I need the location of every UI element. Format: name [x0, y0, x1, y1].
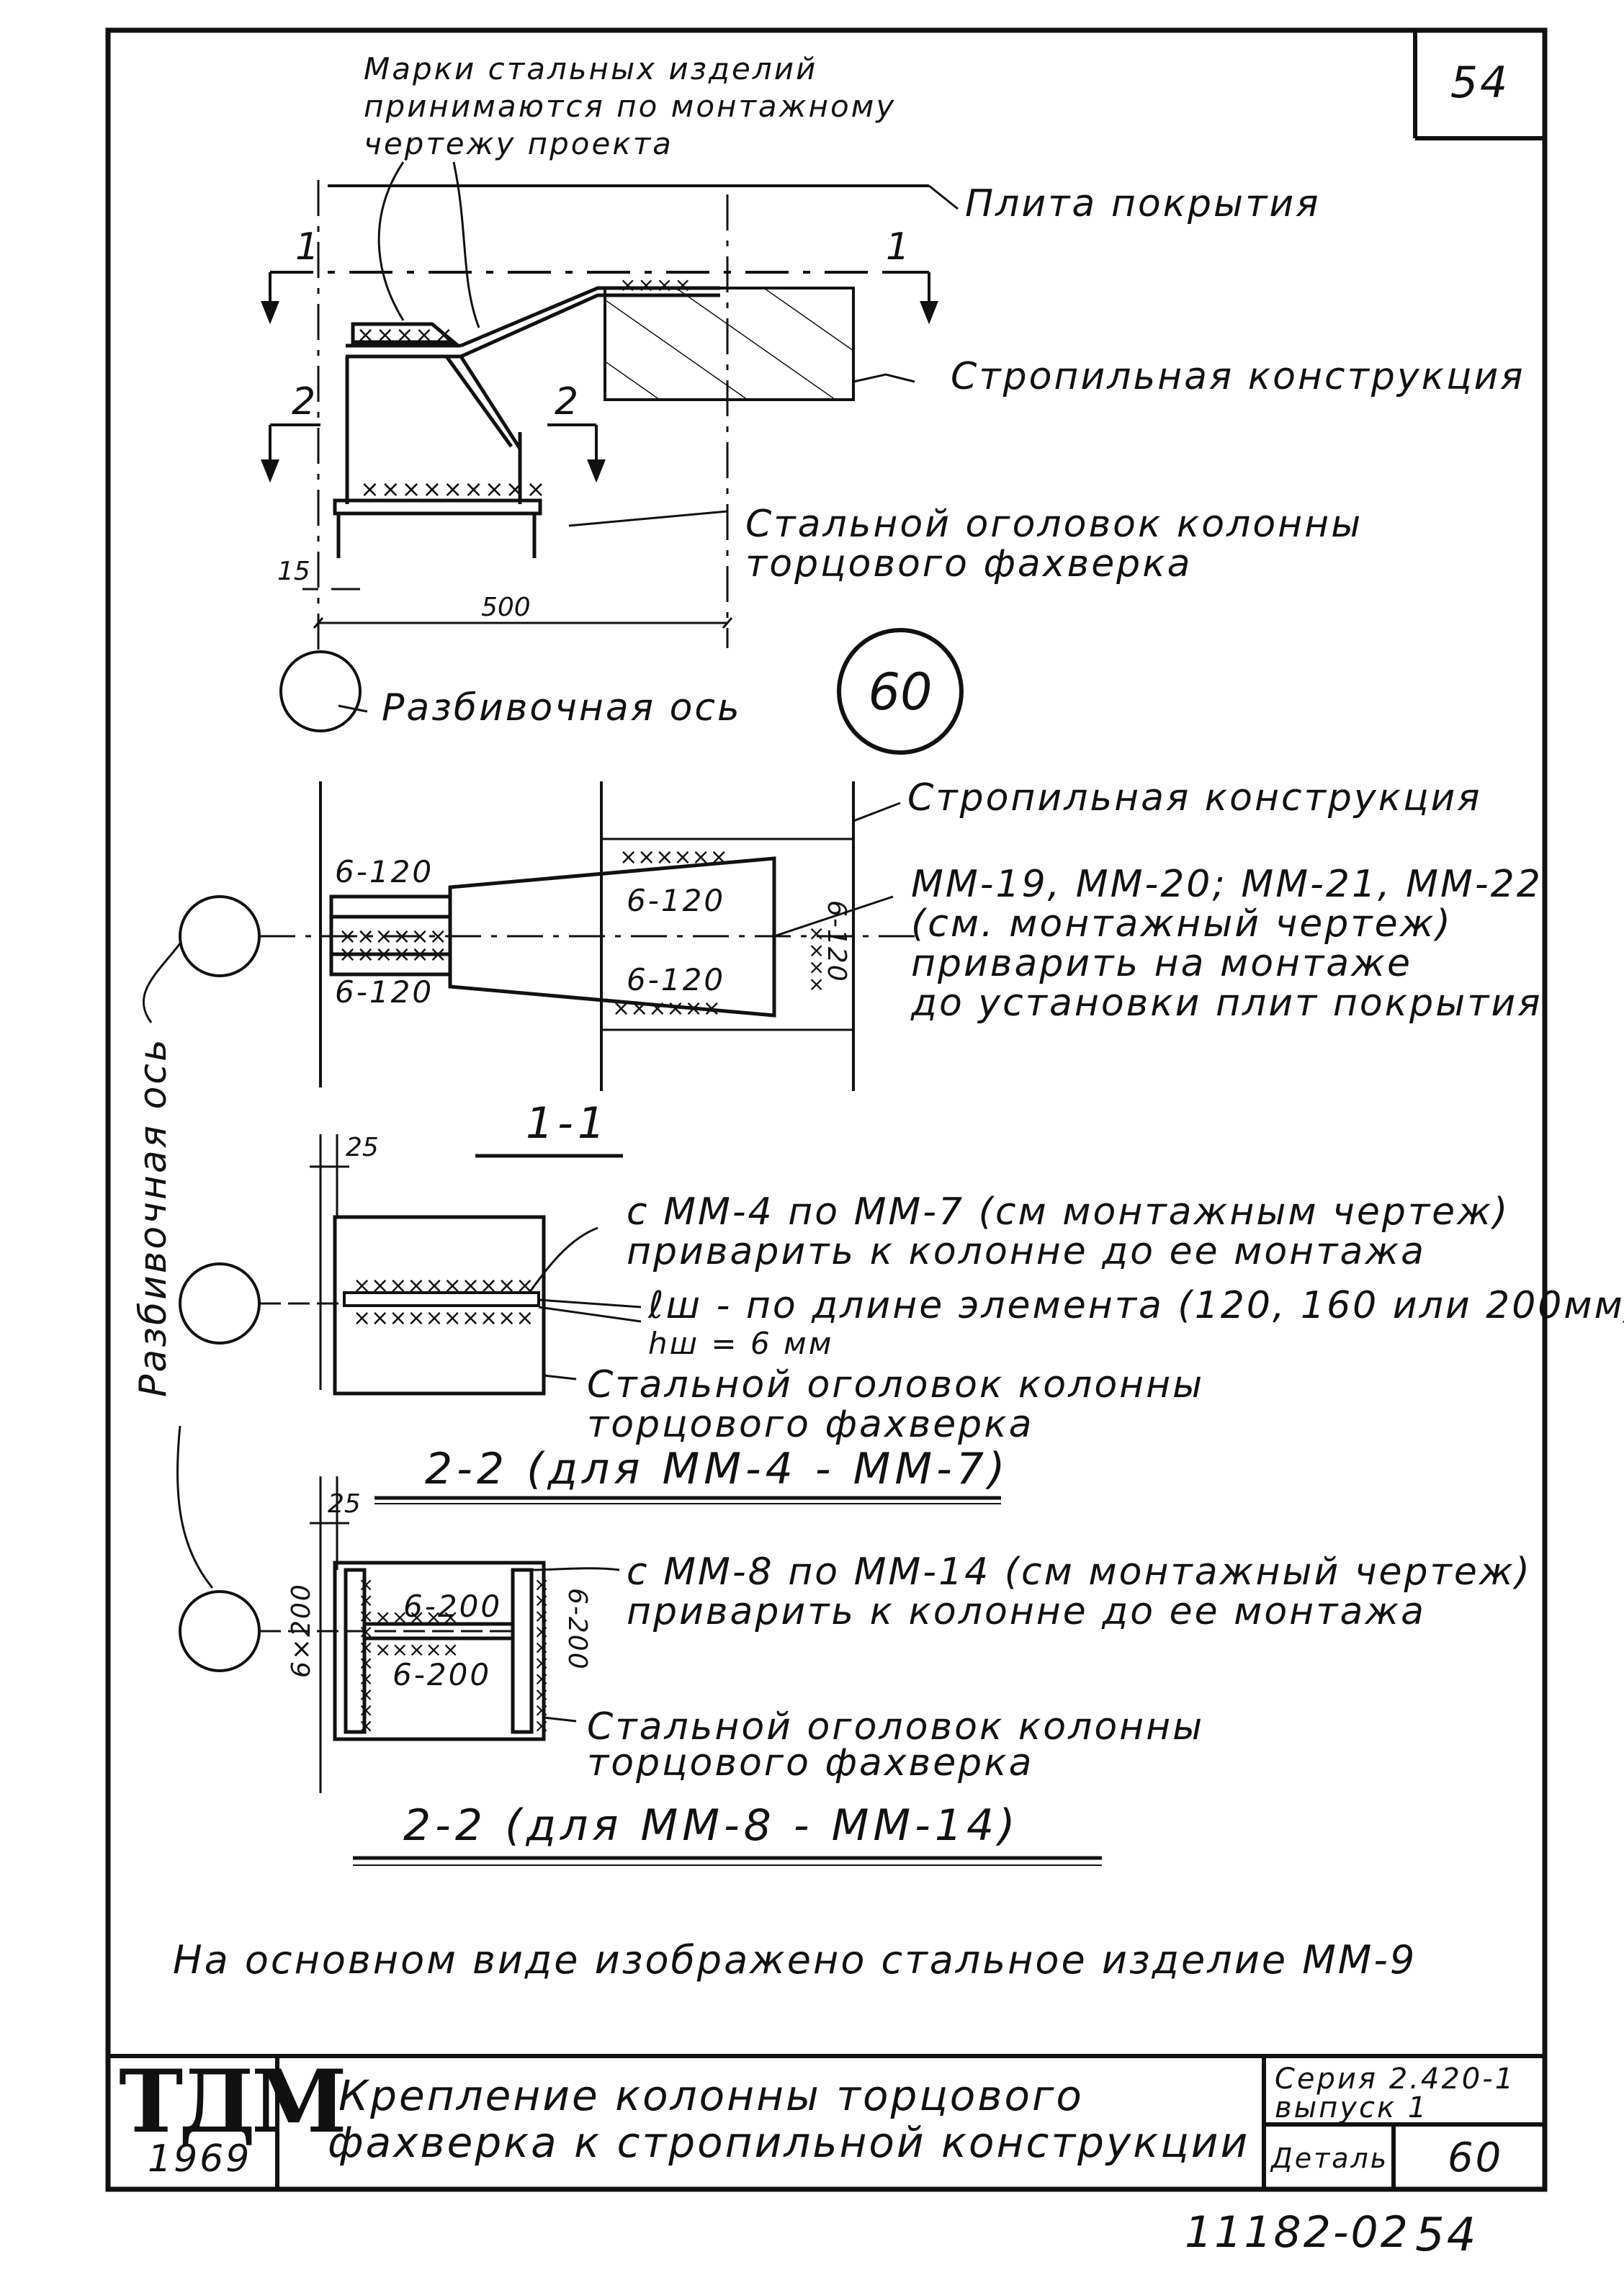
cap-label-line2: торцового фахверка: [745, 542, 1192, 585]
tapered-plate: [329, 856, 776, 1018]
steel-cap-elevation: [333, 286, 720, 558]
weld-x-b-web-bottom: ×××××: [374, 1638, 459, 1661]
detail-bubble: [837, 628, 964, 755]
cap-label-a-line2: торцового фахверка: [587, 1403, 1033, 1446]
logo-tdm: ТДМ: [119, 2051, 344, 2153]
section-2-2a: 25 ×××××××××× ×××××××××× с ММ-4 по ММ-7 …: [179, 1133, 1624, 1504]
note-1-1-line2: (см. монтажный чертеж): [911, 902, 1453, 946]
weld-x-b-left: ××××××××××: [355, 1577, 377, 1734]
weld-x-b-right: ××××××××××: [531, 1577, 552, 1734]
weld-left-bottom: 6-120: [335, 974, 434, 1010]
axis-bubble-main: [279, 650, 362, 732]
weld-bottom: 6-120: [627, 962, 725, 997]
detail-number: 60: [868, 663, 932, 722]
dim-25-b: 25: [328, 1489, 361, 1519]
cap-plate-b: [333, 1561, 546, 1741]
section-2-2b-title: 2-2 (для ММ-8 - ММ-14): [403, 1800, 1020, 1851]
weld-crosses-bottom: ×××××××××: [360, 475, 547, 503]
weld-note-a-line1: ℓш - по длине элемента (120, 160 или 200…: [647, 1284, 1624, 1327]
rafter-block: [604, 287, 855, 401]
weld-x-left-bottom: ××××××: [338, 942, 447, 967]
weld-top: 6-120: [627, 883, 725, 918]
note-2a-line1: с ММ-4 по ММ-7 (см монтажным чертеж): [627, 1190, 1509, 1234]
section-mark-1-left: 1: [295, 225, 323, 269]
weld-crosses-slope: ××××: [619, 273, 693, 297]
footer-code: 11182-02: [1185, 2207, 1410, 2258]
section-mark-1-right: 1: [886, 225, 914, 269]
section-cut-1-1: [261, 271, 938, 325]
detail-label: Деталь: [1270, 2142, 1389, 2174]
rafter-label-2: Стропильная конструкция: [907, 776, 1482, 820]
dim-25-a: 25: [346, 1133, 379, 1162]
note-1-1-line1: ММ-19, ММ-20; ММ-21, ММ-22: [911, 863, 1543, 906]
axis-bubble-2a: [179, 1262, 261, 1345]
section-mark-2-left: 2: [292, 380, 320, 423]
weld-b-left: 6×200: [287, 1583, 316, 1678]
weld-left-top: 6-120: [335, 854, 434, 889]
axis-bubble-2b: [179, 1590, 261, 1672]
axis-bubble-1: [179, 895, 261, 977]
weld-x-left-top: ××××××: [338, 924, 447, 949]
cap-label-a-line1: Стальной оголовок колонны: [587, 1363, 1204, 1406]
weld-x-top: ××××××: [619, 845, 728, 870]
note-1-1-line4: до установки плит покрытия: [910, 982, 1543, 1025]
sheet-frame: [105, 27, 1548, 2192]
note-2a-line2: приварить к колонне до ее монтажа: [627, 1230, 1426, 1273]
cap-label-line1: Стальной оголовок колонны: [745, 503, 1363, 546]
weld-x-a-bottom: ××××××××××: [353, 1306, 534, 1331]
weld-note-a-line2: hш = 6 мм: [648, 1326, 833, 1361]
dim-15: 15: [277, 557, 310, 586]
section-2-2b: 25 ×××××××××× ×××××××××× ××××× ××××× 6-2…: [179, 1476, 1532, 1866]
cap-label-b-line2: торцового фахверка: [587, 1741, 1033, 1785]
axis-leader-2: [176, 1425, 214, 1589]
section-mark-2-right: 2: [555, 380, 583, 423]
marks-note-line3: чертежу проекта: [364, 126, 673, 161]
mm-plate-a: [343, 1291, 540, 1307]
slab-label: Плита покрытия: [965, 182, 1320, 225]
weld-b-top: 6-200: [403, 1589, 502, 1624]
weld-b-bottom: 6-200: [392, 1657, 491, 1692]
weld-b-right: 6-200: [562, 1588, 592, 1671]
section-1-1-title: 1-1: [526, 1098, 609, 1149]
weld-x-side: ××××: [805, 925, 829, 993]
issue: выпуск 1: [1275, 2091, 1428, 2124]
title-block: [108, 2054, 1545, 2189]
section-cut-2-2: [261, 423, 606, 483]
i-section-b: [344, 1568, 534, 1734]
dimension-lines: [302, 588, 733, 629]
page-number: 54: [1450, 58, 1509, 108]
detail-value: 60: [1448, 2135, 1503, 2181]
rafter-label: Стропильная конструкция: [951, 355, 1525, 398]
cap-plate-a: [333, 1215, 546, 1396]
dim-500: 500: [481, 593, 531, 622]
note-1-1-line3: приварить на монтаже: [911, 942, 1412, 985]
axis-label-main: Разбивочная ось: [382, 686, 742, 730]
cap-label-b-line1: Стальной оголовок колонны: [587, 1705, 1204, 1749]
footer-page: 54: [1415, 2209, 1478, 2262]
series: Серия 2.420-1: [1275, 2063, 1515, 2096]
title-line1: Крепление колонны торцового: [338, 2071, 1084, 2120]
title-line2: фахверка к стропильной конструкции: [328, 2118, 1250, 2167]
weld-x-a-top: ××××××××××: [353, 1273, 534, 1298]
axis-label-vertical: Разбивочная ось: [132, 1037, 175, 1397]
marks-note-line1: Марки стальных изделий: [364, 51, 817, 86]
section-1-1: Стропильная конструкция ×××××× ×××××× ××…: [179, 776, 1543, 1158]
section-2-2a-title: 2-2 (для ММ-4 - ММ-7): [425, 1444, 1009, 1494]
weld-crosses-top: ×××××: [356, 323, 454, 348]
axis-leader-1: [142, 943, 181, 1023]
general-note: На основном виде изображено стальное изд…: [173, 1937, 1417, 1983]
note-2b-line1: с ММ-8 по ММ-14 (см монтажный чертеж): [627, 1550, 1532, 1594]
main-view: Марки стальных изделий принимаются по мо…: [261, 51, 1525, 755]
note-2b-line2: приварить к колонне до ее монтажа: [627, 1590, 1426, 1633]
marks-note-line2: принимаются по монтажному: [364, 89, 896, 124]
weld-side: 6-120: [822, 900, 851, 983]
weld-x-b-web-top: ×××××: [374, 1605, 459, 1629]
logo-year: 1969: [148, 2137, 251, 2181]
weld-x-bottom: ××××××: [612, 996, 721, 1021]
